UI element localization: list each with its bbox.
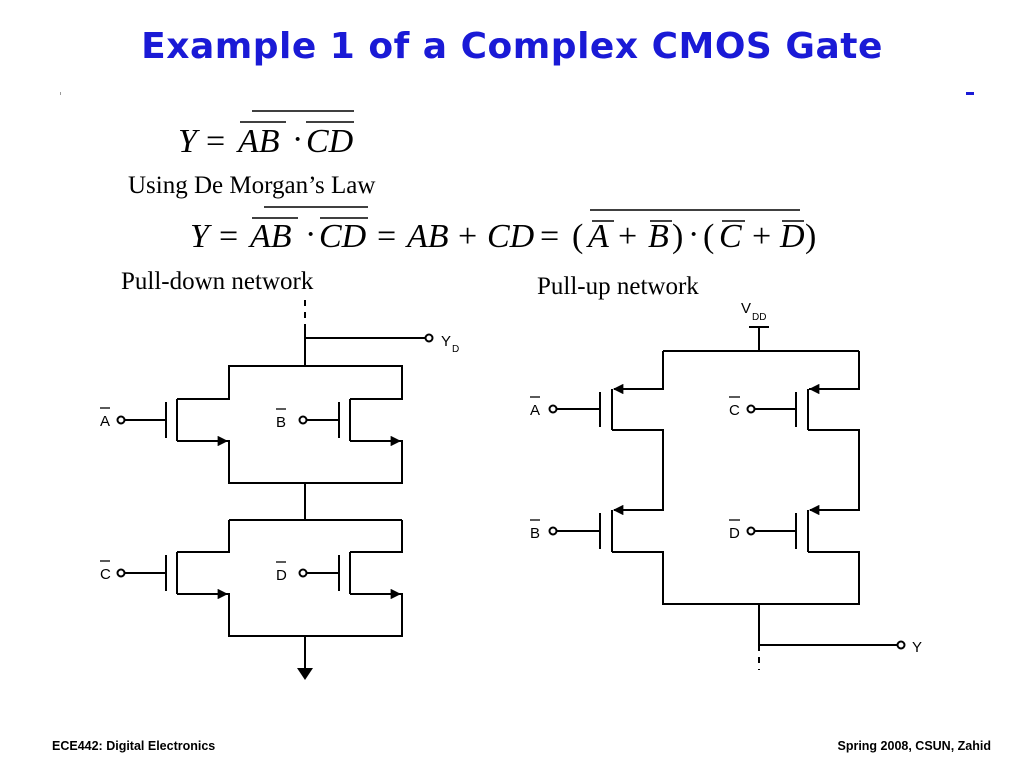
eq2-ab: AB [248,218,292,255]
equation-1: Y = AB · CD [178,110,354,160]
eq2-equals3: = [540,218,559,255]
eq2-lparen1: ( [572,218,583,255]
nmos-a-input-terminal [116,415,126,425]
pulldown-top-rail-right [305,365,403,400]
eq2-rparen2: ) [805,218,816,255]
ground-arrow-icon [297,668,313,680]
eq2-equals2: = [377,218,396,255]
slide-mark-right [966,92,974,95]
nmos-b-label: B [276,414,286,431]
pmos-a-input-terminal [548,404,558,414]
pmos-a-label: A [530,402,540,419]
pmos-c-to-d-wire [808,429,860,511]
pulldown-top-rail [177,325,306,400]
eq2-equals: = [219,218,238,255]
pulldown-heading: Pull-down network [121,268,314,295]
eq1-dot: · [292,121,303,158]
pullup-heading: Pull-up network [537,273,699,300]
eq2-a: A [586,218,609,255]
nmos-c-label: C [100,566,111,583]
nmos-a-source-wire [227,440,305,484]
nmos-c-input-terminal [116,568,126,578]
pulldown-mid-right [350,520,403,553]
nmos-d-input-terminal [298,568,308,578]
pmos-c-input-terminal [746,404,756,414]
pulldown-network [116,300,434,668]
slide-mark-left [60,92,61,95]
eq2-y: Y [190,218,212,255]
eq2-lparen2: ( [703,218,714,255]
pullup-output-terminal [896,640,906,650]
pmos-b-label: B [530,525,540,542]
eq2-cd-plain: CD [487,218,535,255]
eq2-plus2: + [618,218,637,255]
eq2-d: D [779,218,805,255]
eq2-dot2: · [688,216,699,253]
pulldown-output-subscript: D [452,344,459,355]
nmos-b-source-wire [305,440,403,484]
eq2-cd: CD [319,218,367,255]
pmos-b-drain-wire [612,551,759,605]
vdd-subscript: DD [752,312,766,323]
using-de-morgan-text: Using De Morgan’s Law [128,172,375,199]
pmos-d-drain-wire [759,551,860,605]
footer-course: ECE442: Digital Electronics [52,739,216,753]
pmos-c-drain-wire-top [809,351,860,390]
equation-2: Y = AB · CD = AB + CD = ( A + B ) · ( C … [190,206,816,255]
slide-title: Example 1 of a Complex CMOS Gate [141,26,883,67]
pulldown-output-terminal [424,333,434,343]
pulldown-labels: A B C D Y D [100,333,459,584]
pmos-a-drain-wire-top [614,351,664,390]
pmos-a-to-b-wire [612,429,664,511]
eq2-b: B [648,218,669,255]
eq1-equals: = [206,123,225,160]
vdd-label: V [741,300,751,317]
eq2-ab-plain: AB [405,218,449,255]
pullup-labels: A B C D V DD Y [530,300,922,656]
pulldown-output-label: Y [441,333,451,350]
pullup-output-label: Y [912,639,922,656]
eq1-y: Y [178,123,200,160]
nmos-c-source-wire [227,593,305,637]
pulldown-mid-left [177,520,230,553]
eq2-plus: + [458,218,477,255]
nmos-d-label: D [276,567,287,584]
eq2-plus3: + [752,218,771,255]
eq2-dot: · [305,216,316,253]
eq2-c: C [719,218,742,255]
nmos-a-label: A [100,413,110,430]
eq1-cd: CD [306,123,354,160]
pmos-b-input-terminal [548,526,558,536]
pullup-network [548,326,906,670]
footer-term: Spring 2008, CSUN, Zahid [837,739,991,753]
nmos-d-source-wire [305,593,403,637]
nmos-b-input-terminal [298,415,308,425]
eq2-rparen1: ) [672,218,683,255]
pmos-d-input-terminal [746,526,756,536]
pmos-d-label: D [729,525,740,542]
pmos-c-label: C [729,402,740,419]
eq1-ab: AB [236,123,280,160]
